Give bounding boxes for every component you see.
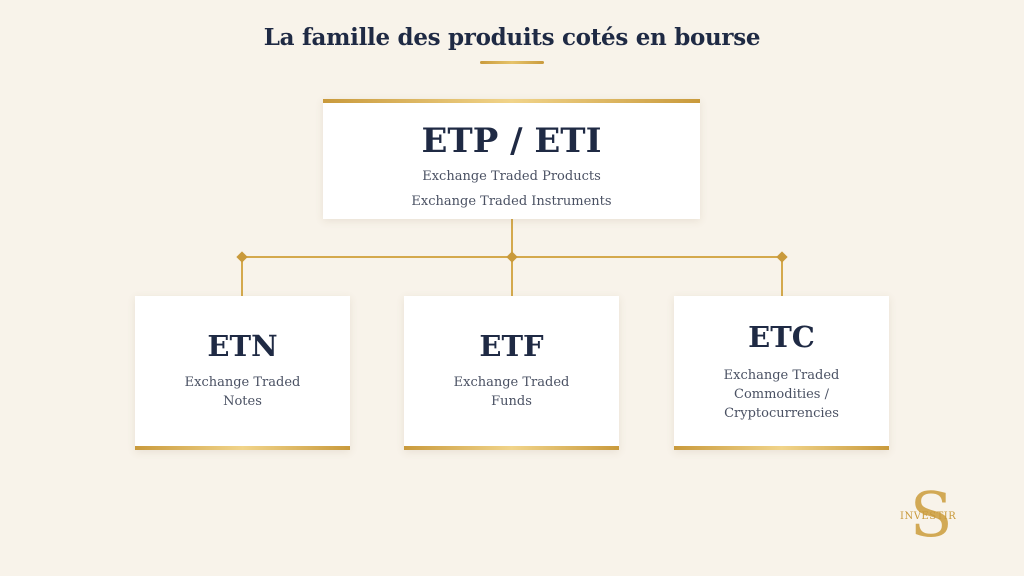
etc-desc-line: Commodities / [734,387,829,402]
etn-card: ETN Exchange Traded Notes [135,296,350,450]
root-desc-line: Exchange Traded Products [422,169,601,184]
logo-word: INVESTIR [900,511,957,522]
diagram-title: La famille des produits cotés en bourse [263,24,761,51]
etn-desc-line: Notes [223,394,262,409]
junction-marker-etc [776,251,788,263]
investir-logo: S INVESTIR [898,480,970,552]
etf-desc-line: Funds [491,394,532,409]
etn-desc-line: Exchange Traded [184,375,301,390]
etf-code: ETF [479,329,544,363]
etc-code: ETC [748,320,815,354]
etc-desc-line: Cryptocurrencies [724,406,839,421]
root-desc-line: Exchange Traded Instruments [411,194,612,209]
etn-card-gold-bar [135,446,350,450]
root-card-gold-bar [323,99,700,103]
etc-card-gold-bar [674,446,889,450]
root-code: ETP / ETI [421,121,602,161]
logo-letter: S [910,478,953,551]
etn-code: ETN [207,329,278,363]
junction-marker-etn [236,251,248,263]
title-underline [480,61,544,64]
etc-desc-line: Exchange Traded [723,368,840,383]
root-card: ETP / ETI Exchange Traded Products Excha… [323,99,700,219]
etf-card: ETF Exchange Traded Funds [404,296,619,450]
etf-desc-line: Exchange Traded [453,375,570,390]
etc-card: ETC Exchange Traded Commodities / Crypto… [674,296,889,450]
etf-card-gold-bar [404,446,619,450]
junction-marker-etf [506,251,518,263]
